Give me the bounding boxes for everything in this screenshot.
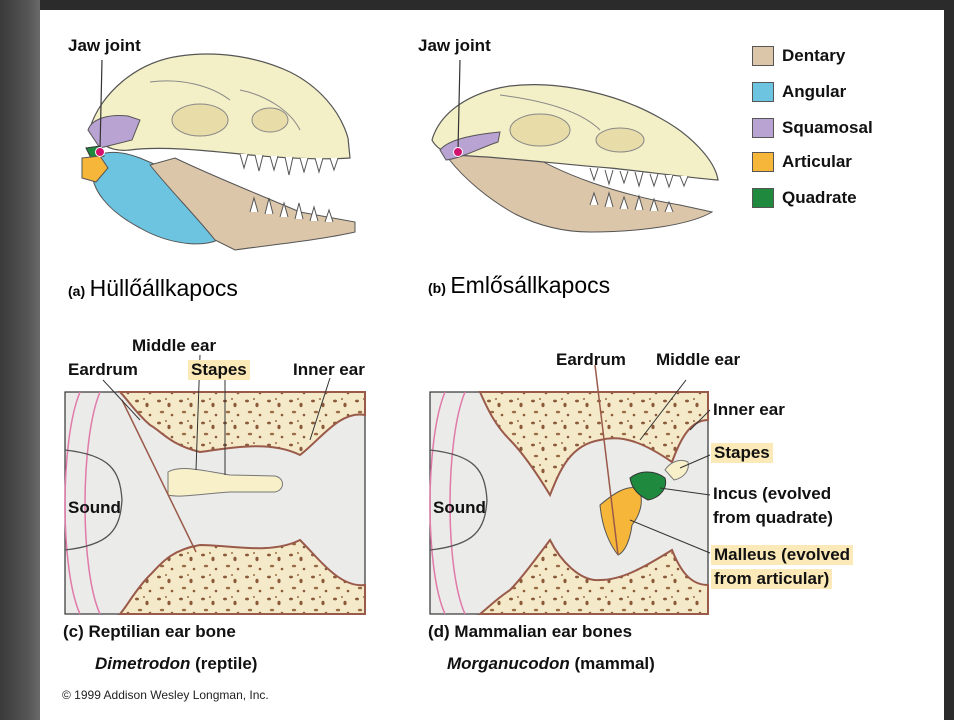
legend-swatch-angular [752, 82, 774, 102]
stapes-label-c: Stapes [188, 360, 250, 380]
legend-item-articular: Articular [752, 150, 852, 174]
legend-label-quadrate: Quadrate [782, 188, 857, 208]
malleus-label-line1: Malleus (evolved [711, 545, 853, 565]
skull-cranium-a [90, 54, 350, 159]
jaw-joint-label-a: Jaw joint [68, 36, 141, 56]
legend-item-dentary: Dentary [752, 44, 845, 68]
legend-item-squamosal: Squamosal [752, 116, 873, 140]
legend-swatch-dentary [752, 46, 774, 66]
caption-a: (a) Hüllőállkapocs [68, 275, 238, 302]
legend-label-squamosal: Squamosal [782, 118, 873, 138]
copyright-notice: © 1999 Addison Wesley Longman, Inc. [62, 688, 269, 702]
legend-label-dentary: Dentary [782, 46, 845, 66]
legend-label-angular: Angular [782, 82, 846, 102]
middle-ear-label-c: Middle ear [132, 336, 216, 356]
jaw-joint-label-b: Jaw joint [418, 36, 491, 56]
malleus-label-line2: from articular) [711, 569, 832, 589]
legend-swatch-squamosal [752, 118, 774, 138]
caption-b-text: Emlősállkapocs [450, 272, 610, 298]
legend-item-quadrate: Quadrate [752, 186, 857, 210]
mammalian-ear-diagram [430, 365, 708, 614]
mammal-skull [432, 60, 718, 232]
species-d-suffix: (mammal) [570, 654, 655, 673]
sound-label-c: Sound [68, 498, 121, 518]
incus-label-line1: Incus (evolved [713, 484, 831, 504]
species-c-name: Dimetrodon [95, 654, 190, 673]
legend-swatch-articular [752, 152, 774, 172]
eardrum-label-c: Eardrum [68, 360, 138, 380]
caption-c: (c) Reptilian ear bone [63, 622, 236, 642]
reptile-skull [82, 54, 355, 250]
legend-item-angular: Angular [752, 80, 846, 104]
caption-b-letter: (b) [428, 280, 446, 296]
eardrum-label-d: Eardrum [556, 350, 626, 370]
middle-ear-label-d: Middle ear [656, 350, 740, 370]
legend-swatch-quadrate [752, 188, 774, 208]
caption-d: (d) Mammalian ear bones [428, 622, 632, 642]
caption-b: (b) Emlősállkapocs [428, 272, 610, 299]
caption-a-text: Hüllőállkapocs [90, 275, 238, 301]
stapes-label-d: Stapes [711, 443, 773, 463]
legend-label-articular: Articular [782, 152, 852, 172]
species-c: Dimetrodon (reptile) [95, 654, 257, 674]
incus-label-line2: from quadrate) [713, 508, 833, 528]
jaw-joint-marker-b [454, 148, 463, 157]
species-d: Morganucodon (mammal) [447, 654, 655, 674]
jaw-joint-marker-a [96, 148, 105, 157]
species-d-name: Morganucodon [447, 654, 570, 673]
inner-ear-label-c: Inner ear [293, 360, 365, 380]
caption-a-letter: (a) [68, 283, 85, 299]
species-c-suffix: (reptile) [190, 654, 257, 673]
inner-ear-label-d: Inner ear [713, 400, 785, 420]
sound-label-d: Sound [433, 498, 486, 518]
